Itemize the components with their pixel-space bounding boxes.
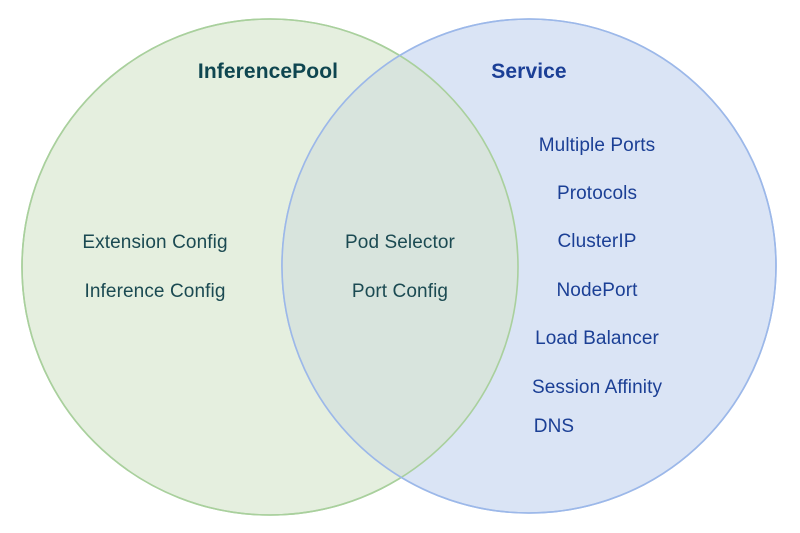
service-circle-outline [281, 18, 777, 514]
intersection-region [282, 19, 518, 513]
inferencepool-item-inference-config: Inference Config [84, 281, 226, 302]
inferencepool-circle-outline [21, 18, 519, 516]
intersection-item-pod-selector: Pod Selector [345, 232, 455, 253]
service-item-nodeport: NodePort [556, 280, 638, 301]
inferencepool-title: InferencePool [197, 60, 339, 83]
service-item-multiple-ports: Multiple Ports [538, 135, 656, 156]
service-title: Service [491, 60, 567, 83]
intersection-item-port-config: Port Config [351, 281, 449, 302]
service-item-dns: DNS [533, 416, 575, 437]
service-item-clusterip: ClusterIP [557, 231, 637, 252]
service-item-protocols: Protocols [556, 183, 638, 204]
service-item-session-affinity: Session Affinity [531, 377, 663, 398]
inferencepool-item-extension-config: Extension Config [82, 232, 228, 253]
service-item-load-balancer: Load Balancer [535, 328, 659, 349]
